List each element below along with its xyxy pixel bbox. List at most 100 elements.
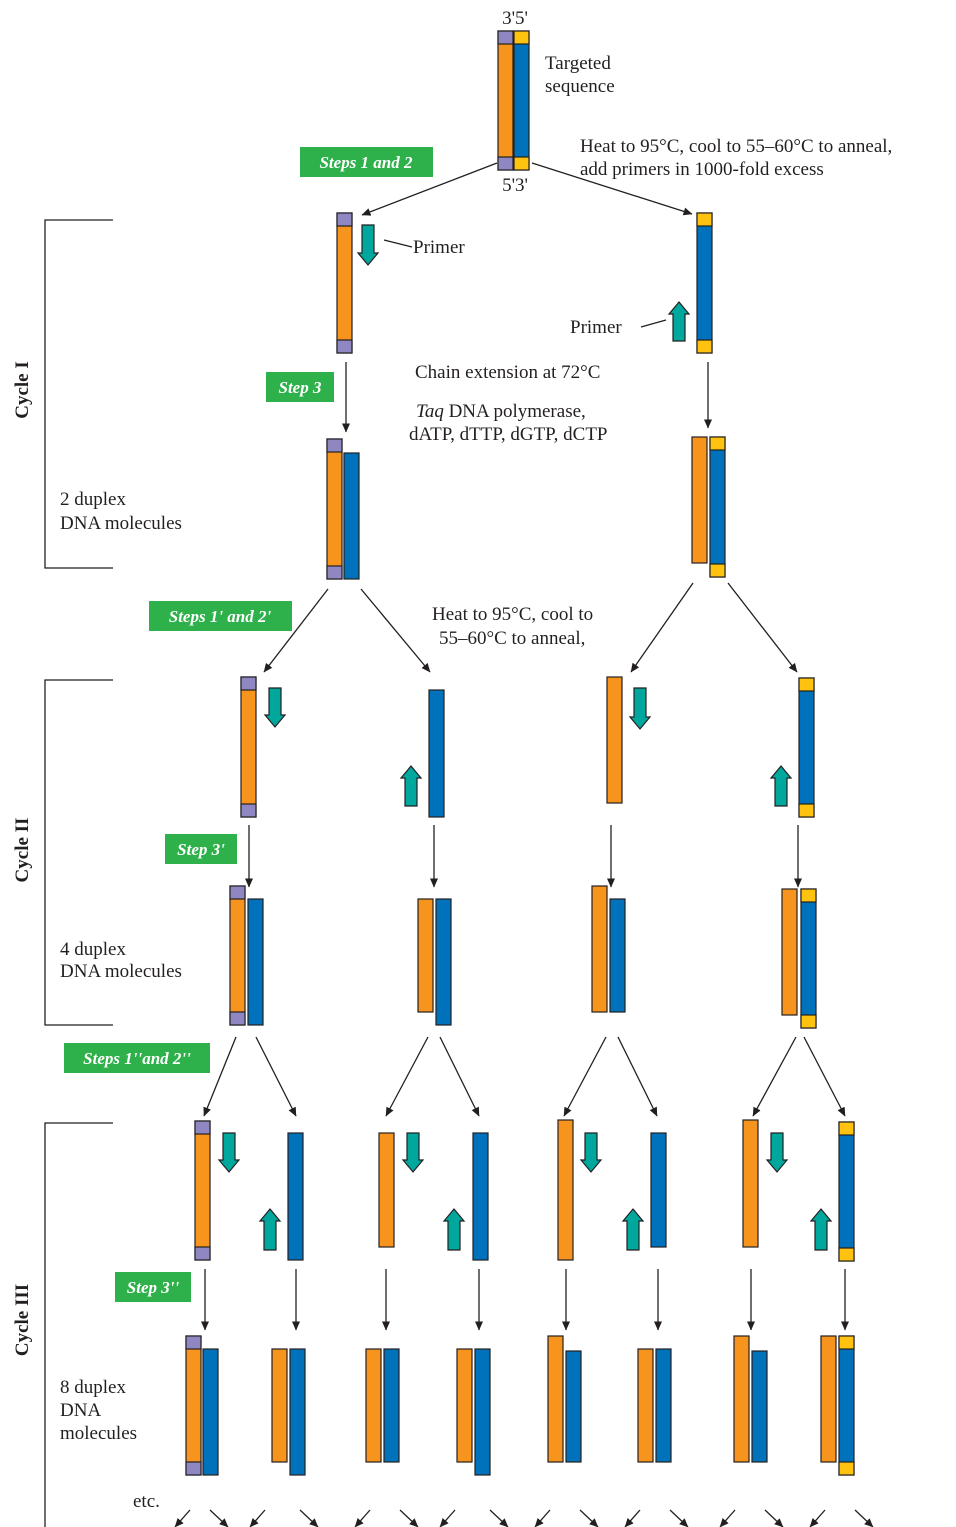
c2-duplex1-orange	[229, 885, 246, 1026]
step-3p-label: Step 3'	[177, 840, 225, 859]
arrow-c3-3a	[563, 1036, 607, 1117]
arrow-etc-14	[764, 1509, 784, 1527]
cycle-3-bracket	[44, 1122, 113, 1527]
c3-duplex7-blue	[751, 1350, 768, 1463]
c2-strand4-blue	[798, 677, 815, 818]
arrow-c3-1b	[255, 1036, 297, 1117]
dna-strands	[185, 30, 855, 1476]
strand-end-label-bottom: 5'3'	[502, 175, 528, 196]
c3-strand7-orange	[742, 1119, 759, 1248]
arrow-etc-9	[534, 1509, 551, 1527]
c2-primer4	[769, 765, 793, 807]
c2-primer2	[399, 765, 423, 807]
arrow-etc-1	[174, 1509, 191, 1527]
c1-strand-orange-cap-top	[336, 212, 353, 227]
c1-duplex2-blue-cap-top	[709, 436, 726, 451]
arrow-etc-11	[624, 1509, 641, 1527]
c1-primer-up	[667, 301, 691, 342]
c3-duplex6-orange	[637, 1348, 654, 1463]
strand-end-label-top: 3'5'	[502, 8, 528, 29]
c3-duplex4-orange	[456, 1348, 473, 1463]
c3-strand1-orange	[194, 1120, 211, 1261]
arrow-c3-1a	[203, 1036, 237, 1117]
c1-strand-orange-cap-bottom	[336, 339, 353, 354]
step-tag-step-3pp: Step 3''	[115, 1272, 191, 1302]
arrow-top-left	[361, 162, 498, 216]
c3-primer5	[579, 1132, 603, 1173]
target-strand-blue-cap-top	[513, 30, 530, 45]
c3-strand1-orange-cap-bottom	[194, 1246, 211, 1261]
c3-strand1-orange-cap-top	[194, 1120, 211, 1135]
c3-strand8-blue-cap-bottom	[838, 1247, 855, 1262]
c3-strand3-orange	[378, 1132, 395, 1248]
c3-duplex1-orange	[185, 1335, 202, 1476]
duplex-count-1-line1: 2 duplex	[60, 489, 126, 510]
c2-duplex4-orange	[781, 888, 798, 1016]
dntps-label: dATP, dTTP, dGTP, dCTP	[409, 424, 608, 445]
c2-duplex4-blue	[800, 888, 817, 1029]
target-strand-orange-cap-bottom	[497, 156, 514, 171]
cycle-1-bracket	[44, 219, 113, 569]
arrow-c2-b	[360, 588, 431, 673]
c2-duplex4-blue-cap-top	[800, 888, 817, 903]
taq-rest: DNA polymerase,	[444, 401, 586, 422]
c2-duplex4-blue-cap-bottom	[800, 1014, 817, 1029]
c3-duplex3-orange	[365, 1348, 382, 1463]
cycle-3-label: Cycle III	[12, 1284, 33, 1356]
c3-duplex8-blue-cap-top	[838, 1335, 855, 1350]
c3-strand5-orange	[557, 1119, 574, 1261]
step-tag-step-3: Step 3	[266, 372, 334, 402]
step-3-label: Step 3	[279, 378, 322, 397]
c3-duplex5-orange	[547, 1335, 564, 1463]
arrow-c2-a	[263, 588, 329, 673]
c1-strand-blue-cap-bottom	[696, 339, 713, 354]
target-strand-blue-cap-bottom	[513, 156, 530, 171]
chain-extension-label: Chain extension at 72°C	[415, 362, 600, 383]
c3-primer6	[621, 1208, 645, 1251]
c2-primer3	[628, 687, 652, 730]
c1-duplex1-orange	[326, 438, 343, 580]
target-strand-blue	[513, 30, 530, 171]
duplex-count-3-line2: DNA	[60, 1400, 101, 1421]
step-3pp-label: Step 3''	[127, 1278, 180, 1297]
c2-strand1-orange	[240, 676, 257, 818]
arrow-etc-6	[399, 1509, 419, 1527]
arrow-c3-3b	[617, 1036, 658, 1117]
c3-primer7	[765, 1132, 789, 1173]
sequence-label: sequence	[545, 76, 615, 97]
arrow-c2-c	[630, 582, 694, 673]
arrow-etc-3	[249, 1509, 266, 1527]
c3-duplex8-blue-cap-bottom	[838, 1461, 855, 1476]
arrow-c2-d	[727, 582, 798, 673]
c1-primer-down	[356, 224, 380, 266]
c3-duplex5-blue	[565, 1350, 582, 1463]
c1-strand-blue-cap-top	[696, 212, 713, 227]
taq-polymerase-label: Taq DNA polymerase,	[416, 401, 586, 422]
arrow-etc-12	[669, 1509, 689, 1527]
c1-duplex2-blue-cap-bottom	[709, 563, 726, 578]
c3-duplex6-blue	[655, 1348, 672, 1463]
cycle-1-label: Cycle I	[12, 361, 33, 419]
duplex-count-3-line3: molecules	[60, 1423, 137, 1444]
c2-strand4-blue-cap-bottom	[798, 803, 815, 818]
steps-1pp-2pp-label: Steps 1''and 2''	[83, 1049, 191, 1068]
cycle-2-label: Cycle II	[12, 818, 33, 883]
duplex-count-2-line1: 4 duplex	[60, 939, 126, 960]
arrow-etc-10	[579, 1509, 599, 1527]
c3-duplex3-blue	[383, 1348, 400, 1463]
target-strand-orange-cap-top	[497, 30, 514, 45]
c3-strand8-blue	[838, 1121, 855, 1262]
c1-duplex2-blue	[709, 436, 726, 578]
c3-primer4	[442, 1208, 466, 1251]
c3-duplex8-blue	[838, 1335, 855, 1476]
c1-duplex1-orange-cap-bottom	[326, 565, 343, 580]
cycle-brackets	[44, 219, 113, 1527]
c1-duplex1-orange-cap-top	[326, 438, 343, 453]
c3-duplex2-orange	[271, 1348, 288, 1463]
heat-instruction-line2: add primers in 1000-fold excess	[580, 159, 824, 180]
arrow-top-right	[531, 162, 693, 216]
steps-1-2-label: Steps 1 and 2	[319, 153, 413, 172]
flow-arrows	[174, 162, 874, 1527]
